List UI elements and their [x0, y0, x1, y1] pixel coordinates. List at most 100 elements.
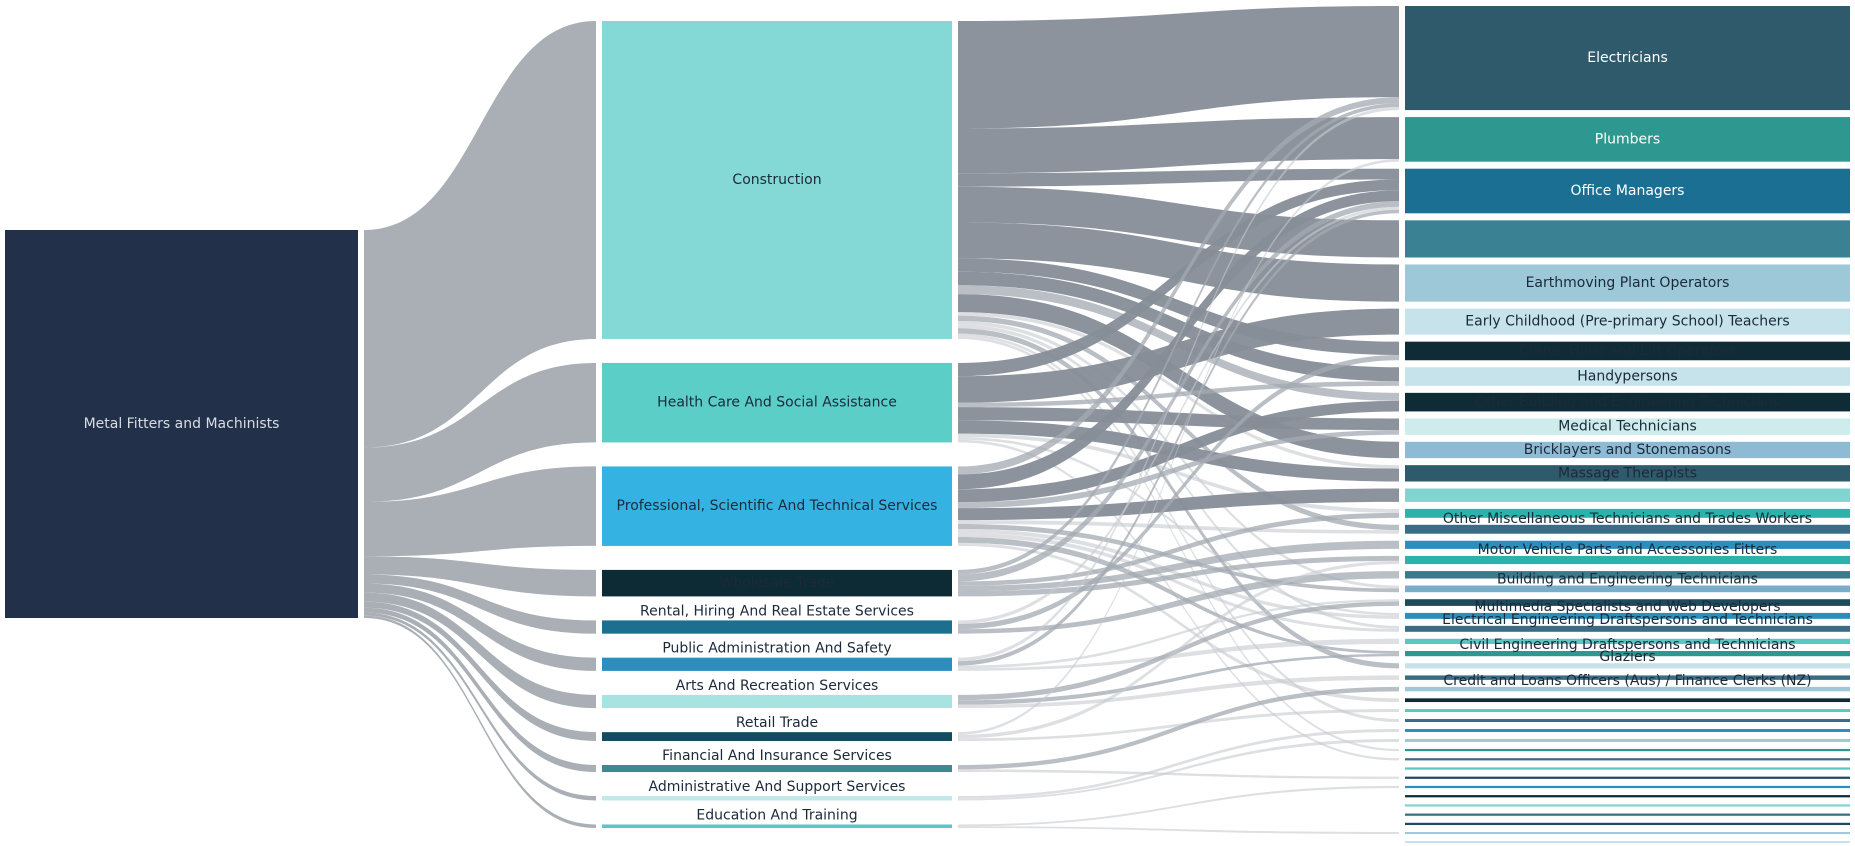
node-occ20[interactable]: [1405, 612, 1850, 619]
node-occ36[interactable]: [1405, 785, 1850, 789]
node-occ16[interactable]: [1405, 555, 1850, 565]
node-occ19[interactable]: [1405, 599, 1850, 606]
flow-source-to-ind3: [364, 556, 596, 597]
flow-ind2-to-occ0: [958, 97, 1399, 475]
node-occ41[interactable]: [1405, 832, 1850, 835]
node-occ13[interactable]: [1405, 508, 1850, 518]
node-occ18[interactable]: [1405, 585, 1850, 593]
node-occ11[interactable]: [1405, 465, 1850, 482]
node-occ2[interactable]: [1405, 168, 1850, 214]
flow-ind4-to-occ2: [958, 206, 1399, 624]
flow-ind8-to-occ35: [958, 769, 1399, 779]
node-occ16-label: Motor Vehicle Parts and Accessories Fitt…: [1478, 542, 1778, 558]
node-occ39[interactable]: [1405, 813, 1850, 816]
node-occ27[interactable]: [1405, 698, 1850, 703]
node-occ5-label: Early Childhood (Pre-primary School) Tea…: [1465, 314, 1789, 330]
node-occ18-label: Building and Engineering Technicians: [1497, 572, 1758, 588]
node-occ21-label: Electrical Engineering Draftspersons and…: [1442, 612, 1813, 628]
flow-ind1-to-occ33: [958, 439, 1399, 761]
node-occ32[interactable]: [1405, 748, 1850, 752]
node-occ40[interactable]: [1405, 822, 1850, 826]
node-occ15[interactable]: [1405, 540, 1850, 549]
node-occ1[interactable]: [1405, 117, 1850, 162]
node-occ25[interactable]: [1405, 675, 1850, 680]
node-occ4[interactable]: [1405, 264, 1850, 302]
node-occ29[interactable]: [1405, 719, 1850, 723]
node-ind3[interactable]: [602, 569, 952, 597]
node-occ30[interactable]: [1405, 729, 1850, 732]
node-occ3[interactable]: [1405, 220, 1850, 258]
node-occ8[interactable]: [1405, 392, 1850, 412]
node-ind9[interactable]: [602, 796, 952, 801]
node-occ24[interactable]: [1405, 663, 1850, 669]
node-occ5[interactable]: [1405, 308, 1850, 335]
flow-ind2-to-occ27: [958, 542, 1399, 703]
flow-ind1-to-occ2: [958, 179, 1399, 377]
node-ind7-label: Retail Trade: [736, 715, 818, 731]
node-ind10[interactable]: [602, 824, 952, 828]
node-occ2-label: Office Managers: [1571, 183, 1685, 199]
flow-ind1-to-occ5: [958, 308, 1399, 403]
node-ind1-label: Health Care And Social Assistance: [657, 395, 897, 411]
node-occ6[interactable]: [1405, 341, 1850, 361]
flow-ind7-to-occ1: [958, 159, 1399, 735]
node-occ35[interactable]: [1405, 776, 1850, 779]
flow-ind3-to-occ2: [958, 201, 1399, 582]
node-ind10-label: Education And Training: [696, 807, 857, 823]
node-occ31[interactable]: [1405, 738, 1850, 742]
node-occ10[interactable]: [1405, 441, 1850, 459]
node-source[interactable]: [5, 230, 358, 618]
flow-source-to-ind6: [364, 592, 596, 709]
node-occ23[interactable]: [1405, 651, 1850, 657]
node-ind5[interactable]: [602, 657, 952, 671]
flow-ind0-to-occ24: [958, 328, 1399, 669]
node-occ6-label: Crane, Hoist and Lift Operators: [1519, 343, 1737, 359]
node-occ8-label: Other Building and Engineering Technicia…: [1475, 394, 1780, 410]
flow-ind4-to-occ6: [958, 354, 1399, 630]
node-occ38[interactable]: [1405, 804, 1850, 807]
node-occ21[interactable]: [1405, 625, 1850, 632]
flow-ind0-to-occ21: [958, 324, 1399, 629]
node-ind0[interactable]: [602, 21, 952, 339]
node-occ26[interactable]: [1405, 686, 1850, 692]
flow-source-to-ind9: [364, 612, 596, 801]
flow-source-to-ind10: [364, 615, 596, 828]
flow-ind3-to-occ0: [958, 103, 1399, 575]
flow-source-to-ind8: [364, 607, 596, 773]
node-occ12[interactable]: [1405, 488, 1850, 502]
node-ind4[interactable]: [602, 620, 952, 634]
flow-ind9-to-occ30: [958, 729, 1399, 799]
node-occ20-label: Multimedia Specialists and Web Developer…: [1474, 599, 1780, 615]
node-ind1[interactable]: [602, 362, 952, 443]
node-occ22[interactable]: [1405, 638, 1850, 645]
node-ind7[interactable]: [602, 732, 952, 741]
flow-ind6-to-occ23: [958, 653, 1399, 705]
node-occ26-label: Credit and Loans Officers (Aus) / Financ…: [1443, 673, 1811, 689]
flow-source-to-ind7: [364, 601, 596, 741]
flow-ind1-to-occ9: [958, 407, 1399, 431]
node-occ37[interactable]: [1405, 795, 1850, 798]
node-occ34[interactable]: [1405, 767, 1850, 770]
flow-ind9-to-occ31: [958, 738, 1399, 801]
flows-layer: [364, 6, 1399, 835]
node-occ17[interactable]: [1405, 571, 1850, 579]
flow-ind0-to-occ6: [958, 258, 1399, 355]
flow-ind10-to-occ41: [958, 826, 1399, 835]
node-occ28[interactable]: [1405, 709, 1850, 713]
node-occ42[interactable]: [1405, 841, 1850, 844]
node-occ14[interactable]: [1405, 524, 1850, 534]
flow-ind0-to-occ1: [958, 117, 1399, 174]
node-ind2[interactable]: [602, 466, 952, 546]
flow-ind2-to-occ18: [958, 524, 1399, 593]
node-ind8[interactable]: [602, 764, 952, 773]
node-ind9-label: Administrative And Support Services: [649, 779, 906, 795]
node-occ14-label: Other Miscellaneous Technicians and Trad…: [1443, 511, 1812, 527]
flow-ind0-to-occ10: [958, 294, 1399, 459]
flow-ind5-to-occ22: [958, 638, 1399, 671]
node-occ7[interactable]: [1405, 367, 1850, 386]
node-occ9[interactable]: [1405, 418, 1850, 435]
flow-ind7-to-occ16: [958, 560, 1399, 739]
node-ind6[interactable]: [602, 694, 952, 709]
node-occ33[interactable]: [1405, 758, 1850, 761]
node-occ0[interactable]: [1405, 6, 1850, 111]
